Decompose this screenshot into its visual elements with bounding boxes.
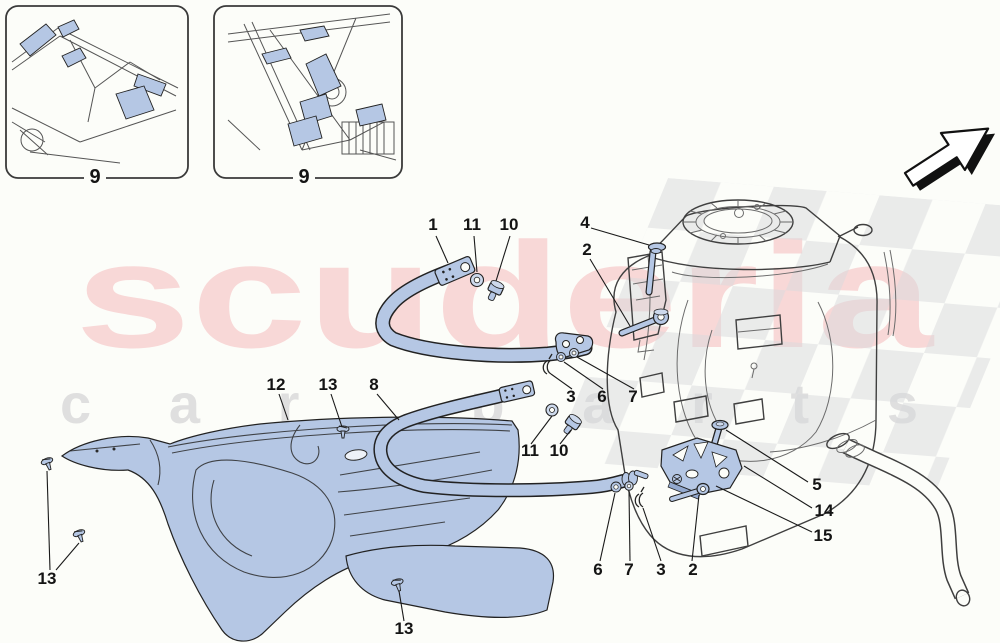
callout-labels: 1 11 10 4 2 12 13 8 3 6 7 11 10 5 14 15 … xyxy=(38,213,834,638)
callout-4: 4 xyxy=(580,213,590,232)
callout-2b: 2 xyxy=(688,560,697,579)
callout-13b: 13 xyxy=(38,569,57,588)
leader-lines xyxy=(46,227,813,622)
lower-fasteners xyxy=(545,403,582,435)
callout-11a: 11 xyxy=(463,215,481,234)
callout-10b: 10 xyxy=(550,441,569,460)
inset-right-label: 9 xyxy=(298,166,309,188)
bolt-10-upper xyxy=(487,280,505,302)
support-bracket xyxy=(660,419,743,502)
callout-6a: 6 xyxy=(597,387,606,406)
callout-7b: 7 xyxy=(624,560,633,579)
spring-clip-3-lower xyxy=(634,486,645,508)
inset-left-label: 9 xyxy=(89,166,100,188)
callout-10a: 10 xyxy=(500,215,519,234)
callout-2a: 2 xyxy=(582,240,591,259)
lever-2-lower xyxy=(669,482,710,502)
upper-strap-end-left xyxy=(434,256,476,286)
callout-14: 14 xyxy=(815,501,834,520)
bolt-4 xyxy=(645,242,667,296)
outlet-hose xyxy=(826,432,971,607)
pin xyxy=(633,469,649,480)
callout-5: 5 xyxy=(812,475,821,494)
callout-15: 15 xyxy=(814,526,833,545)
lever-2-upper xyxy=(618,308,670,337)
callout-12: 12 xyxy=(267,375,286,394)
callout-11b: 11 xyxy=(521,441,539,460)
inset-chassis-left: 9 xyxy=(5,5,189,188)
callout-7a: 7 xyxy=(628,387,637,406)
callout-1: 1 xyxy=(428,215,437,234)
callout-13a: 13 xyxy=(319,375,338,394)
direction-arrow-icon xyxy=(903,127,996,191)
callout-3b: 3 xyxy=(656,560,665,579)
inset-chassis-right: 9 xyxy=(213,5,403,188)
upper-fasteners xyxy=(469,272,505,302)
filler-ring xyxy=(682,199,794,245)
lower-strap xyxy=(373,380,649,508)
cover-flap xyxy=(345,544,555,618)
callout-6b: 6 xyxy=(593,560,602,579)
callout-3a: 3 xyxy=(566,387,575,406)
lower-strap-end-left xyxy=(498,380,536,403)
checkered-flag-backdrop xyxy=(551,178,1000,491)
callout-13c: 13 xyxy=(395,619,414,638)
upper-strap xyxy=(375,256,594,375)
spring-clip-3-upper xyxy=(542,353,553,375)
callout-8: 8 xyxy=(369,375,378,394)
